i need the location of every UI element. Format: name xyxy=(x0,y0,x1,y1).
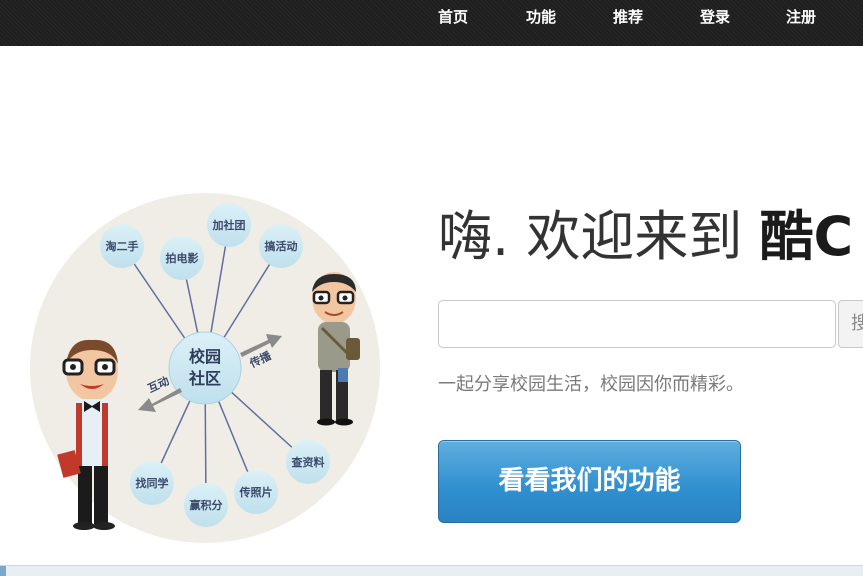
bubble-share-photos: 传照片 xyxy=(234,470,278,514)
bubble-earn-points: 赢积分 xyxy=(184,483,228,527)
headline-prefix: 嗨. 欢迎来到 xyxy=(438,205,760,268)
nav-recommended[interactable]: 推荐 xyxy=(613,8,644,26)
nav-login[interactable]: 登录 xyxy=(700,8,731,26)
view-features-button[interactable]: 看看我们的功能 xyxy=(438,440,741,523)
right-character xyxy=(312,272,360,426)
nav-features[interactable]: 功能 xyxy=(526,8,557,26)
left-character xyxy=(57,339,118,530)
bubble-join-club: 加社团 xyxy=(207,203,251,247)
svg-text:搞活动: 搞活动 xyxy=(265,239,298,253)
nav-home[interactable]: 首页 xyxy=(438,8,469,26)
svg-text:拍电影: 拍电影 xyxy=(166,251,199,265)
headline-brand: 酷C xyxy=(759,205,854,268)
campus-community-illustration: 淘二手 拍电影 加社团 搞活动 找同学 赢积分 传照片 查资料 校园 社区 互动 xyxy=(30,193,380,543)
svg-text:淘二手: 淘二手 xyxy=(106,239,139,253)
svg-text:传照片: 传照片 xyxy=(239,485,273,499)
svg-text:加社团: 加社团 xyxy=(212,218,246,232)
nav-register[interactable]: 注册 xyxy=(786,8,817,26)
bubble-find-classmates: 找同学 xyxy=(130,461,174,505)
bubble-events: 搞活动 xyxy=(259,224,303,268)
search-input[interactable] xyxy=(438,300,836,348)
tagline: 一起分享校园生活，校园因你而精彩。 xyxy=(438,374,744,395)
svg-text:赢积分: 赢积分 xyxy=(190,498,223,512)
svg-text:社区: 社区 xyxy=(188,369,221,388)
bottom-status-strip xyxy=(0,565,863,576)
svg-text:校园: 校园 xyxy=(189,347,221,366)
welcome-headline: 嗨. 欢迎来到 酷C xyxy=(438,200,853,274)
svg-text:找同学: 找同学 xyxy=(136,476,169,490)
svg-text:查资料: 查资料 xyxy=(292,455,325,469)
top-navigation-bar: 首页 功能 推荐 登录 注册 xyxy=(0,0,863,46)
bottom-strip-marker xyxy=(0,566,6,576)
center-bubble-campus-community: 校园 社区 xyxy=(168,331,242,405)
bubble-secondhand: 淘二手 xyxy=(100,224,144,268)
search-button[interactable]: 搜 xyxy=(838,300,863,348)
bubble-film: 拍电影 xyxy=(160,236,204,280)
bubble-search-info: 查资料 xyxy=(286,440,330,484)
